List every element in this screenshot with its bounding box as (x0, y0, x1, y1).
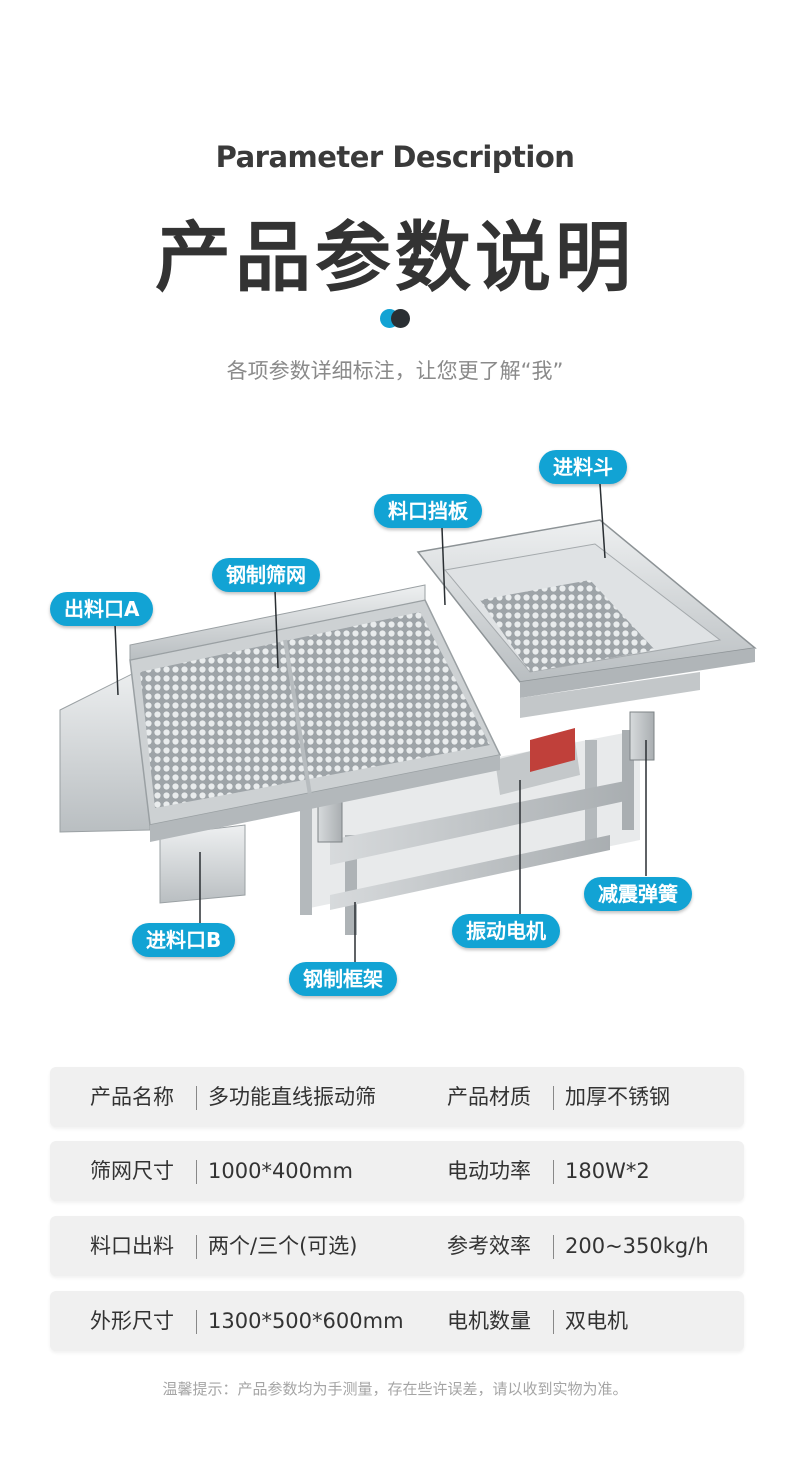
chinese-title: 产品参数说明 (155, 213, 635, 302)
spec-key: 产品名称 (90, 1085, 174, 1109)
spec-row: 料口出料 两个/三个(可选) 参考效率 200~350kg/h (50, 1216, 744, 1276)
spec-divider (196, 1160, 197, 1184)
spec-divider (553, 1310, 554, 1334)
label-baffle: 料口挡板 (374, 494, 482, 528)
spec-row: 筛网尺寸 1000*400mm 电动功率 180W*2 (50, 1141, 744, 1201)
spec-value: 两个/三个(可选) (208, 1234, 358, 1258)
spec-key: 外形尺寸 (90, 1309, 174, 1333)
spec-value: 180W*2 (565, 1159, 650, 1183)
spec-divider (553, 1160, 554, 1184)
spec-key: 电动功率 (447, 1159, 531, 1183)
spec-value: 加厚不锈钢 (565, 1085, 670, 1109)
spec-value: 1000*400mm (208, 1159, 353, 1183)
dark-dot-icon (391, 309, 410, 328)
english-title: Parameter Description (215, 140, 575, 174)
spec-value: 200~350kg/h (565, 1234, 709, 1258)
spec-divider (553, 1235, 554, 1259)
spec-key: 筛网尺寸 (90, 1159, 174, 1183)
subtitle: 各项参数详细标注，让您更了解“我” (226, 359, 564, 383)
vibrating-screen-illustration (59, 483, 757, 966)
spec-divider (196, 1086, 197, 1110)
spec-value: 双电机 (565, 1309, 628, 1333)
spec-key: 料口出料 (90, 1234, 174, 1258)
footnote: 温馨提示：产品参数均为手测量，存在些许误差，请以收到实物为准。 (162, 1380, 628, 1398)
label-spring: 减震弹簧 (584, 877, 692, 911)
label-motor: 振动电机 (452, 914, 560, 948)
spec-divider (196, 1310, 197, 1334)
spec-row: 外形尺寸 1300*500*600mm 电机数量 双电机 (50, 1291, 744, 1351)
machine-diagram: 进料斗 料口挡板 钢制筛网 出料口A 进料口B 钢制框架 振动电机 减震弹簧 (0, 440, 790, 1020)
spec-divider (553, 1086, 554, 1110)
spec-divider (196, 1235, 197, 1259)
spec-value: 多功能直线振动筛 (208, 1085, 376, 1109)
label-inlet-b: 进料口B (132, 923, 236, 957)
spec-key: 电机数量 (447, 1309, 531, 1333)
label-screen: 钢制筛网 (212, 558, 320, 592)
label-outlet-a: 出料口A (50, 592, 154, 626)
spec-row: 产品名称 多功能直线振动筛 产品材质 加厚不锈钢 (50, 1067, 744, 1127)
spec-key: 参考效率 (447, 1234, 531, 1258)
spec-key: 产品材质 (447, 1085, 531, 1109)
label-hopper: 进料斗 (539, 450, 627, 484)
label-frame: 钢制框架 (289, 962, 397, 996)
spec-value: 1300*500*600mm (208, 1309, 404, 1333)
decorative-dots (380, 309, 412, 329)
